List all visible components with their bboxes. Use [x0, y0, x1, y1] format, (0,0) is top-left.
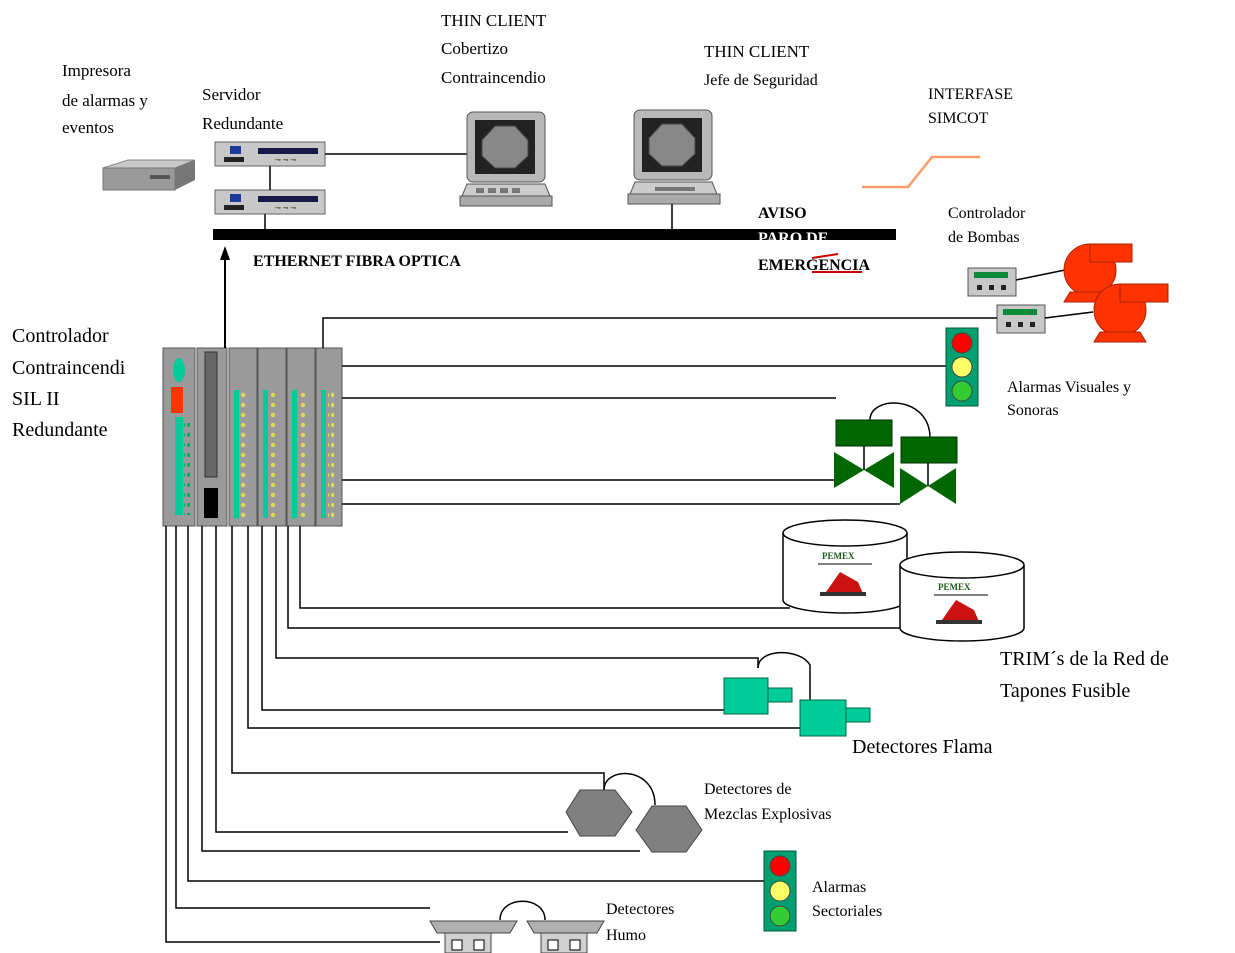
smoke-detectors-label: Detectores Humo [606, 899, 679, 944]
controller-wiring [165, 317, 997, 943]
trim-tank-1: PEMEX [782, 519, 908, 614]
pump-controller-1 [967, 267, 1017, 297]
smoke-detector-1 [429, 920, 518, 953]
visual-alarms-label: Alarmas Visuales y Sonoras [1007, 377, 1135, 419]
trims-label: TRIM´s de la Red de Tapones Fusible [1000, 648, 1174, 702]
thin-client-1-label: THIN CLIENT Cobertizo Contraincendio [441, 11, 550, 87]
fire-controller-rack [162, 347, 343, 527]
thin-client-2-monitor [627, 109, 721, 205]
flame-detector-1 [723, 677, 793, 715]
fire-pump-2 [1093, 283, 1169, 343]
server-label: Servidor Redundante [202, 85, 283, 133]
svg-text:PEMEX: PEMEX [822, 551, 855, 561]
thin-client-1-monitor [459, 111, 553, 207]
gas-detector-2 [635, 805, 703, 853]
svg-text:⊸ ⊸ ⊸: ⊸ ⊸ ⊸ [275, 204, 296, 212]
svg-text:AVISO: AVISO [758, 205, 807, 222]
server-1: ⊸ ⊸ ⊸ [214, 141, 326, 167]
smoke-detector-2 [526, 920, 605, 953]
svg-text:⊸ ⊸ ⊸: ⊸ ⊸ ⊸ [275, 156, 296, 164]
flame-detector-2 [799, 699, 871, 737]
svg-text:PEMEX: PEMEX [938, 582, 971, 592]
thin-client-2-label: THIN CLIENT Jefe de Seguridad [704, 42, 818, 89]
deluge-valve-1 [834, 419, 894, 488]
svg-text:EMERGENCIA: EMERGENCIA [758, 257, 870, 274]
ethernet-bus [213, 229, 896, 240]
pump-controller-label: Controlador de Bombas [948, 203, 1030, 246]
interface-link [862, 155, 980, 189]
ethernet-label: ETHERNET FIBRA OPTICA [253, 253, 461, 270]
printer-label: Impresora de alarmas y eventos [62, 61, 152, 137]
flame-detectors-label: Detectores Flama [852, 736, 993, 758]
gas-detector-1 [565, 789, 633, 837]
trim-tank-2: PEMEX [899, 551, 1025, 642]
emergency-stop-notice: AVISO PARO DE EMERGENCIA [758, 205, 870, 274]
interface-label: INTERFASE SIMCOT [928, 84, 1017, 127]
pump-controller-2 [996, 304, 1046, 334]
controller-label: Controlador Contraincendi SIL II Redunda… [12, 325, 130, 441]
sector-alarms-label: Alarmas Sectoriales [812, 877, 882, 920]
alarm-printer [102, 159, 196, 191]
explosive-detectors-label: Detectores de Mezclas Explosivas [704, 779, 832, 823]
visual-alarm-beacon [945, 327, 979, 407]
deluge-valve-2 [900, 436, 958, 504]
sector-alarm-beacon [763, 850, 797, 932]
server-2: ⊸ ⊸ ⊸ [214, 189, 326, 215]
svg-text:PARO DE: PARO DE [758, 230, 828, 247]
